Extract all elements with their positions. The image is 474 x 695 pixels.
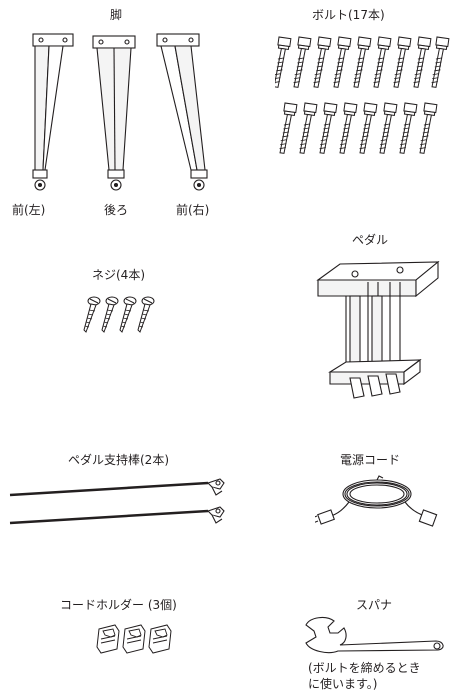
pedal-rods-label: ペダル支持棒(2本) [68, 453, 169, 467]
pedal-illustration [316, 260, 440, 399]
leg-front-right-label: 前(右) [176, 203, 210, 217]
leg-rear-label: 後ろ [104, 203, 129, 217]
spanner-note-line1: (ボルトを締めるとき [308, 661, 421, 675]
cord-holders-illustration [96, 624, 172, 654]
legs-illustration [32, 33, 208, 191]
pedal-rods-illustration [9, 478, 225, 525]
power-cord-label: 電源コード [340, 453, 401, 467]
bolts-label: ボルト(17本) [312, 8, 385, 22]
spanner-label: スパナ [356, 598, 393, 612]
leg-front-left-label: 前(左) [12, 203, 46, 217]
cord-holders-label: コードホルダー (3個) [60, 598, 177, 612]
spanner-note-line2: に使います。) [308, 677, 378, 691]
power-cord-illustration [315, 475, 438, 527]
spanner-illustration [305, 616, 444, 654]
screws-label: ネジ(4本) [92, 268, 145, 282]
bolts-illustration [275, 36, 450, 155]
pedal-label: ペダル [352, 233, 389, 247]
screws-illustration [83, 296, 155, 333]
legs-label: 脚 [110, 8, 123, 22]
